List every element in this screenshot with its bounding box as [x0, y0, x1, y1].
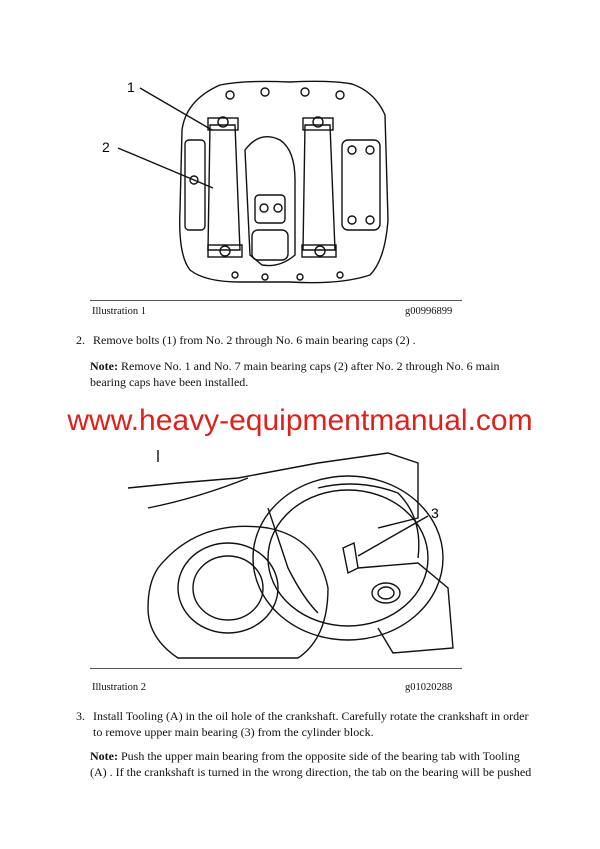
illustration-1-code: g00996899	[405, 306, 453, 317]
step-3-note: Note: Push the upper main bearing from t…	[90, 748, 550, 780]
step-3: 3. Install Tooling (A) in the oil hole o…	[76, 708, 546, 740]
callout-3: 3	[431, 505, 439, 521]
step-3-note-text-line2: (A) . If the crankshaft is turned in the…	[90, 765, 532, 779]
step-3-text-line2: to remove upper main bearing (3) from th…	[93, 725, 374, 739]
illustration-2-caption: Illustration 2	[92, 682, 146, 693]
callout-2: 2	[102, 139, 110, 155]
step-2: 2. Remove bolts (1) from No. 2 through N…	[76, 332, 536, 348]
illustration-2-bearing-drawing: 3	[127, 450, 454, 659]
illustration-2-code: g01020288	[405, 682, 453, 693]
step-2-note-text-line1: Remove No. 1 and No. 7 main bearing caps…	[120, 359, 500, 373]
step-3-number: 3.	[76, 709, 85, 723]
step-2-note: Note: Remove No. 1 and No. 7 main bearin…	[90, 358, 530, 390]
step-2-number: 2.	[76, 333, 85, 347]
illustration-1-rule	[90, 300, 462, 301]
watermark-url[interactable]: www.heavy-equipmentmanual.com	[67, 404, 533, 437]
step-3-note-label: Note:	[90, 749, 118, 763]
illustration-1-engine-block-drawing: 1 2	[102, 79, 389, 284]
illustration-1-caption: Illustration 1	[92, 306, 146, 317]
step-2-note-text-line2: bearing caps have been installed.	[90, 375, 249, 389]
step-3-text-line1: Install Tooling (A) in the oil hole of t…	[93, 709, 529, 723]
step-2-text: Remove bolts (1) from No. 2 through No. …	[93, 333, 416, 347]
illustration-2-rule	[90, 668, 462, 669]
step-3-note-text-line1: Push the upper main bearing from the opp…	[120, 749, 520, 763]
callout-1: 1	[127, 79, 135, 95]
step-2-note-label: Note:	[90, 359, 118, 373]
